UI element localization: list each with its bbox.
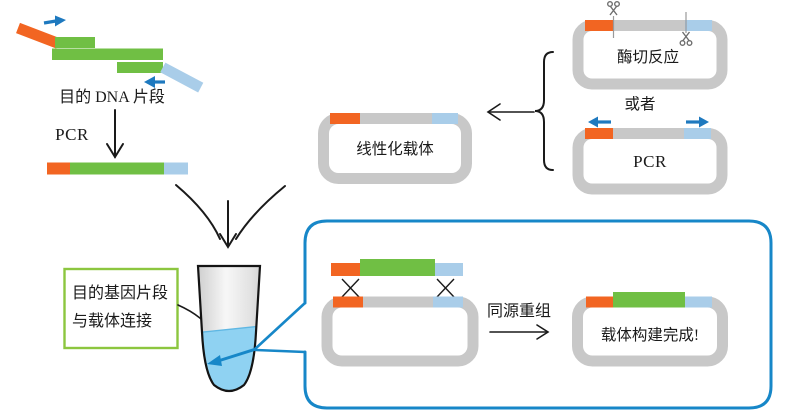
pcr-right-arrow-icon	[686, 116, 709, 128]
homologous-recombination-label: 同源重组	[487, 302, 551, 320]
vector-blue-end	[432, 113, 458, 124]
homology-arm-left	[331, 263, 360, 276]
homology-arm-right	[164, 162, 188, 175]
vector-orange-end	[585, 128, 613, 139]
recombination-vector	[321, 296, 479, 367]
reverse-primer-arrow-icon	[144, 76, 165, 88]
pcr-step: PCR	[55, 109, 124, 159]
pcr-left-arrow-icon	[588, 116, 611, 128]
reverse-primer-blue-arm	[160, 62, 204, 93]
tube-outline	[196, 264, 262, 393]
vector-orange-end	[330, 113, 360, 124]
vector-blue-end	[685, 20, 712, 31]
ligation-note-line2: 与载体连接	[72, 312, 152, 330]
callout-tail	[207, 301, 307, 366]
pcr-step-label: PCR	[55, 125, 89, 144]
vector-blue-end	[685, 296, 712, 308]
recombination-arrow	[489, 324, 550, 340]
target-dna-fragment-group: 目的 DNA 片段	[16, 15, 204, 106]
crossover-x-left	[341, 278, 360, 298]
digestion-vector: 酶切反应	[572, 1, 728, 90]
merge-arrow	[175, 184, 286, 249]
homology-arm-left	[47, 162, 70, 175]
scissors-icon	[679, 31, 693, 47]
vector-blue-end	[433, 296, 463, 308]
callout-arrowhead-icon	[207, 355, 222, 366]
curly-brace	[534, 51, 554, 171]
insert-fragment-bar	[331, 259, 463, 276]
pcr-vector-label: PCR	[633, 152, 667, 171]
insert-green-segment	[70, 162, 164, 175]
forward-primer-orange-arm	[16, 22, 61, 49]
scissors-icon	[607, 1, 621, 16]
template-strand-bar	[52, 48, 163, 60]
ligation-note-line1: 目的基因片段	[72, 284, 168, 302]
final-vector: 载体构建完成!	[572, 292, 728, 367]
callout-box: 同源重组 载体构建完成!	[207, 219, 773, 410]
vector-orange-end	[333, 296, 363, 308]
pcr-product-bar	[47, 162, 188, 175]
construction-complete-label: 载体构建完成!	[601, 326, 699, 344]
homology-arm-right	[435, 263, 463, 276]
linearized-vector: 线性化载体	[318, 113, 472, 184]
brace-to-vector-arrow	[486, 103, 535, 121]
tube	[196, 264, 262, 393]
forward-primer-green-bar	[55, 37, 95, 48]
vector-orange-end	[585, 20, 613, 31]
vector-blue-end	[684, 128, 711, 139]
forward-primer-arrow-icon	[43, 15, 66, 27]
vector-insert-green	[613, 292, 685, 308]
insert-green-segment	[360, 259, 435, 276]
pcr-vector: PCR	[572, 116, 728, 195]
ligation-note-box: 目的基因片段 与载体连接	[63, 267, 179, 350]
vector-orange-end	[586, 296, 613, 308]
reverse-primer-green-bar	[117, 62, 163, 73]
crossover-x-right	[436, 278, 455, 298]
target-dna-label: 目的 DNA 片段	[59, 88, 165, 106]
enzyme-digestion-label: 酶切反应	[617, 47, 679, 66]
or-label: 或者	[624, 95, 655, 113]
linearized-vector-label: 线性化载体	[356, 140, 434, 158]
